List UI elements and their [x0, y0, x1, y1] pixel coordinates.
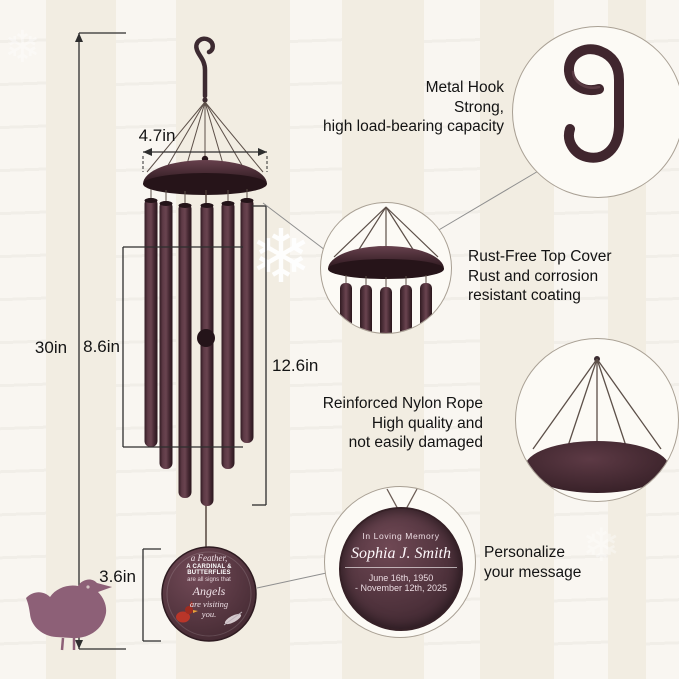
callout-title: Rust-Free Top Cover — [468, 248, 612, 265]
callout-line: high load-bearing capacity — [323, 118, 504, 135]
feather-icon — [223, 611, 243, 626]
callout-top-cover: Rust-Free Top Cover Rust and corrosion r… — [468, 247, 673, 306]
bird-icon — [26, 579, 112, 651]
sail-line: A CARDINAL & BUTTERFLIES — [186, 564, 232, 576]
sail-name: Sophia J. Smith — [345, 543, 457, 568]
chime-tubes — [144, 198, 254, 506]
top-cover — [143, 155, 267, 195]
clapper — [197, 329, 215, 347]
sail-line: a Feather, — [190, 553, 228, 563]
suspension-strings — [146, 101, 264, 173]
sail-line: you. — [201, 609, 217, 619]
callout-line: Strong, — [454, 98, 504, 116]
connector-lines — [256, 169, 541, 589]
callout-line: High quality and — [371, 414, 483, 432]
sail-header: In Loving Memory — [362, 531, 440, 541]
detail-circle-cover — [320, 202, 452, 334]
callout-line: your message — [484, 563, 582, 581]
sail-date-to: - November 12th, 2025 — [354, 583, 448, 593]
hook-closeup-icon — [564, 44, 624, 163]
measurement-tube-section: 8.6in — [83, 337, 120, 356]
detail-circle-rope — [515, 338, 679, 502]
sail-line: are all signs that — [187, 577, 231, 583]
callout-line: resistant coating — [468, 287, 581, 304]
bird-silhouette — [18, 576, 122, 654]
memorial-sail-text: a Feather, A CARDINAL & BUTTERFLIES are … — [167, 553, 251, 619]
detail-circle-hook — [512, 26, 679, 198]
measurement-sail-diameter: 3.6in — [99, 567, 136, 586]
birch-trunk — [0, 0, 46, 679]
sail-date-from: June 16th, 1950 — [368, 573, 434, 583]
personalized-sail-text: In Loving Memory Sophia J. Smith June 16… — [339, 507, 463, 631]
callout-metal-hook: Metal Hook Strong, high load-bearing cap… — [272, 78, 504, 137]
callout-personalize: Personalize your message — [484, 543, 664, 582]
rope-closeup-icon — [525, 356, 669, 493]
callout-title: Reinforced Nylon Rope — [322, 395, 483, 412]
sail-line: are visiting — [189, 599, 229, 609]
chime-hook-icon — [194, 36, 215, 103]
callout-line: Rust and corrosion — [468, 267, 599, 285]
tube-strings — [150, 189, 248, 204]
dimension-lines — [75, 32, 268, 650]
cardinal-icon — [176, 601, 198, 623]
personalized-sail-disc — [339, 507, 463, 631]
measurement-canopy-width: 4.7in — [138, 126, 176, 145]
callout-nylon-rope: Reinforced Nylon Rope High quality and n… — [255, 394, 483, 453]
callout-title: Personalize — [484, 544, 565, 561]
cover-closeup-icon — [328, 206, 444, 333]
callout-title: Metal Hook — [425, 79, 504, 96]
sail-line: Angels — [192, 584, 226, 598]
callout-line: not easily damaged — [348, 434, 483, 451]
memorial-sail-disc — [161, 546, 257, 642]
measurement-overall-height: 30in — [34, 338, 68, 357]
measurement-longest-tube: 12.6in — [272, 356, 319, 375]
detail-circle-personalize: In Loving Memory Sophia J. Smith June 16… — [324, 486, 476, 638]
